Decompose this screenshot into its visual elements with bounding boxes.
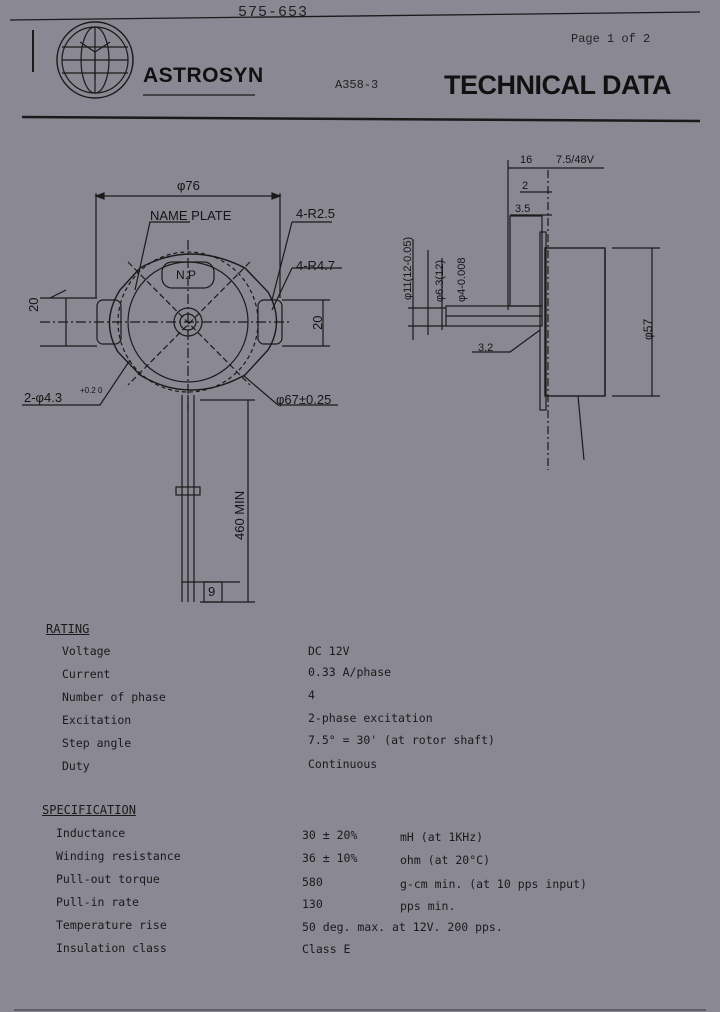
spec-label: Inductance (56, 826, 126, 840)
mount-holes-label: 2-φ4.3 (24, 390, 63, 405)
shaft-length-label: 3.2 (478, 342, 494, 354)
spec-unit: mH (at 1KHz) (400, 830, 484, 844)
rating-label: Excitation (62, 713, 132, 727)
mount-pcd-label: φ67±0.25 (276, 392, 332, 407)
spec-value: Class E (302, 942, 351, 956)
rating-heading: RATING (46, 622, 90, 636)
radius-label-2: 4-R4.7 (296, 258, 336, 273)
lead-length-label: 460 MIN (232, 490, 247, 540)
spec-value: 50 deg. max. at 12V. 200 pps. (302, 920, 503, 934)
name-plate-mark: N.P (176, 268, 197, 282)
page-title: TECHNICAL DATA (444, 70, 671, 100)
rating-label: Current (62, 667, 111, 681)
spec-value: 30 ± 20% (302, 828, 358, 842)
rating-value: 7.5° = 30' (at rotor shaft) (308, 733, 495, 747)
name-plate-label: NAME PLATE (150, 208, 232, 223)
rating-value: DC 12V (308, 644, 350, 658)
front-view (22, 192, 342, 603)
spec-value: 36 ± 10% (302, 851, 358, 865)
body-diameter-label: φ57 (641, 318, 655, 340)
height-dim-label: 20 (310, 315, 325, 330)
spec-value: 580 (302, 875, 323, 889)
shaft-diameter-2: φ6.3(12) (434, 260, 446, 302)
side-spec-note: 7.5/48V (556, 154, 594, 166)
spec-value: 130 (302, 897, 323, 911)
outer-diameter-label: φ76 (177, 178, 200, 193)
spec-unit: ohm (at 20°C) (400, 853, 491, 867)
side-dim-2: 2 (522, 180, 529, 192)
shaft-diameter-1: φ11(12-0.05) (402, 236, 414, 300)
rating-value: 2-phase excitation (308, 711, 433, 725)
side-dim-16: 16 (520, 154, 533, 166)
handwritten-code: 575-653 (238, 4, 309, 21)
rating-value: Continuous (308, 757, 378, 771)
page-indicator: Page 1 of 2 (571, 32, 651, 46)
spec-label: Winding resistance (56, 849, 181, 863)
spec-label: Pull-out torque (56, 872, 160, 886)
spec-label: Temperature rise (56, 918, 167, 932)
rating-label: Duty (62, 759, 90, 773)
brand-name: ASTROSYN (143, 64, 264, 87)
spec-unit: g-cm min. (at 10 pps input) (400, 877, 587, 891)
document-number: A358-3 (335, 78, 379, 92)
side-dim-3-5: 3.5 (515, 203, 531, 215)
spec-label: Insulation class (56, 941, 167, 955)
rating-label: Voltage (62, 644, 111, 658)
rating-label: Step angle (62, 736, 132, 750)
spec-label: Pull-in rate (56, 895, 140, 909)
shaft-diameter-3: φ4-0.008 (456, 257, 468, 302)
width-dim-label: 20 (26, 297, 41, 312)
mount-tolerance-label: +0.2 0 (80, 386, 103, 395)
rating-value: 0.33 A/phase (308, 665, 392, 679)
spec-unit: pps min. (400, 899, 456, 913)
specification-heading: SPECIFICATION (42, 803, 136, 817)
rating-label: Number of phase (62, 690, 166, 704)
radius-label-1: 4-R2.5 (296, 206, 336, 221)
rating-value: 4 (308, 688, 315, 702)
lead-end-label: 9 (208, 584, 216, 599)
side-view (408, 160, 660, 470)
globe-logo-icon (56, 21, 134, 99)
